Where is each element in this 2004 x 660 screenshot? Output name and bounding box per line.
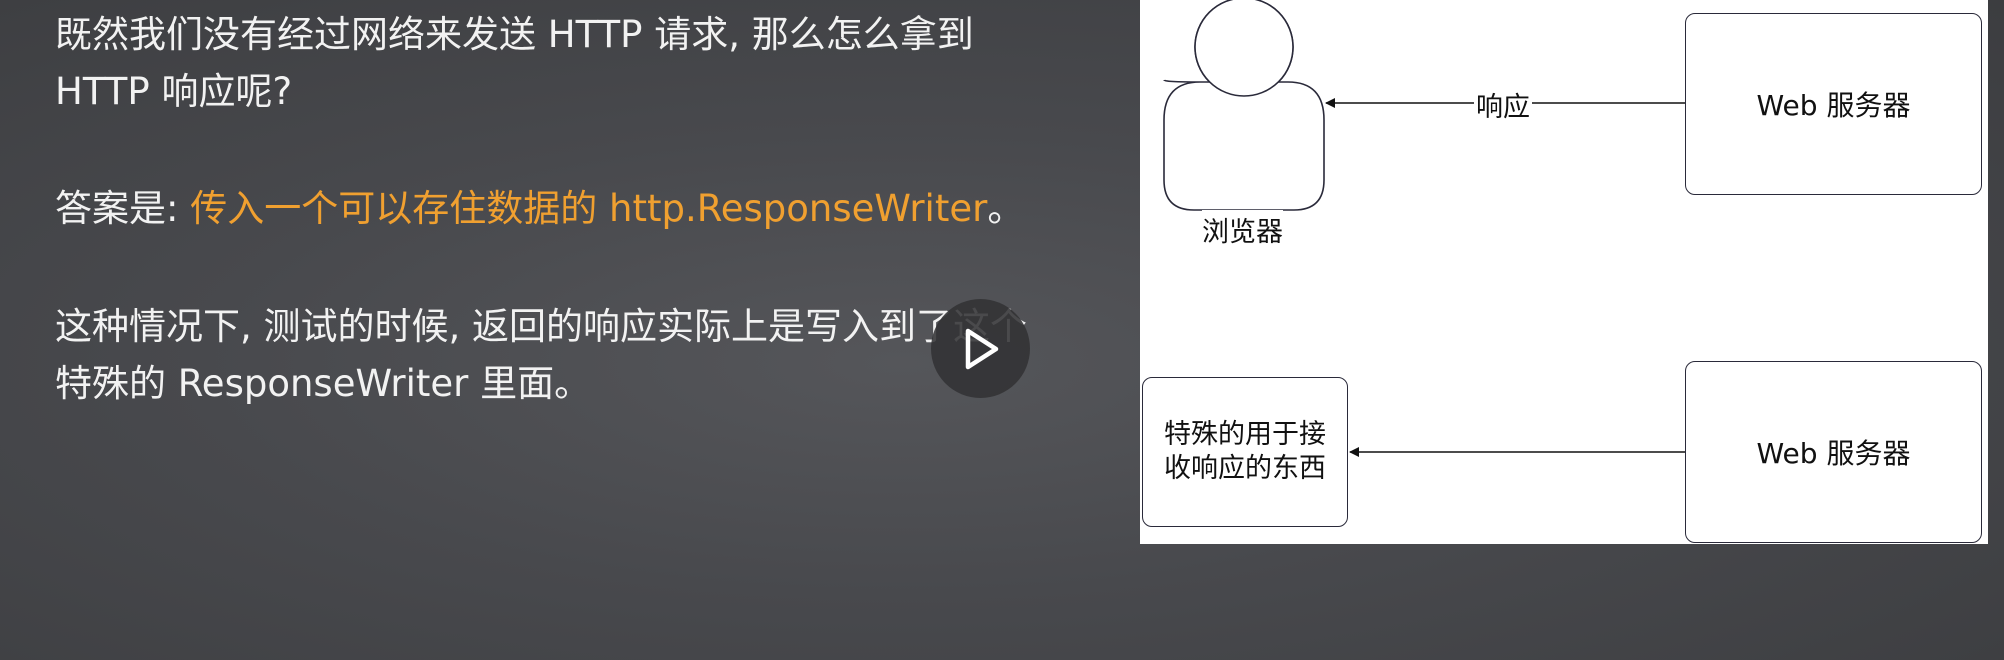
diagram: 浏览器 响应 Web 服务器 Web 服务器 特殊的用于接 收响应的东西 — [1140, 0, 1988, 544]
receiver-line-2: 收响应的东西 — [1164, 453, 1326, 484]
web-server-box-top: Web 服务器 — [1685, 13, 1982, 195]
answer-suffix: 。 — [987, 187, 1025, 230]
slide-text: 既然我们没有经过网络来发送 HTTP 请求, 那么怎么拿到 HTTP 响应呢? … — [55, 6, 1055, 412]
browser-label: 浏览器 — [1202, 210, 1283, 249]
paragraph-2: 答案是: 传入一个可以存住数据的 http.ResponseWriter。 — [55, 180, 1055, 237]
special-receiver-box: 特殊的用于接 收响应的东西 — [1142, 377, 1348, 527]
paragraph-1: 既然我们没有经过网络来发送 HTTP 请求, 那么怎么拿到 HTTP 响应呢? — [55, 13, 974, 113]
web-server-box-bottom: Web 服务器 — [1685, 361, 1982, 543]
receiver-line-1: 特殊的用于接 — [1164, 419, 1326, 450]
diagram-lines — [1163, 0, 1685, 457]
play-icon — [965, 328, 998, 369]
answer-highlight: 传入一个可以存住数据的 http.ResponseWriter — [190, 187, 988, 230]
answer-prefix: 答案是: — [55, 187, 191, 230]
paragraph-3: 这种情况下, 测试的时候, 返回的响应实际上是写入到了这个特殊的 Respons… — [55, 305, 1028, 405]
response-label: 响应 — [1474, 85, 1532, 124]
browser-user-icon — [1163, 0, 1325, 211]
play-button[interactable] — [931, 299, 1030, 398]
